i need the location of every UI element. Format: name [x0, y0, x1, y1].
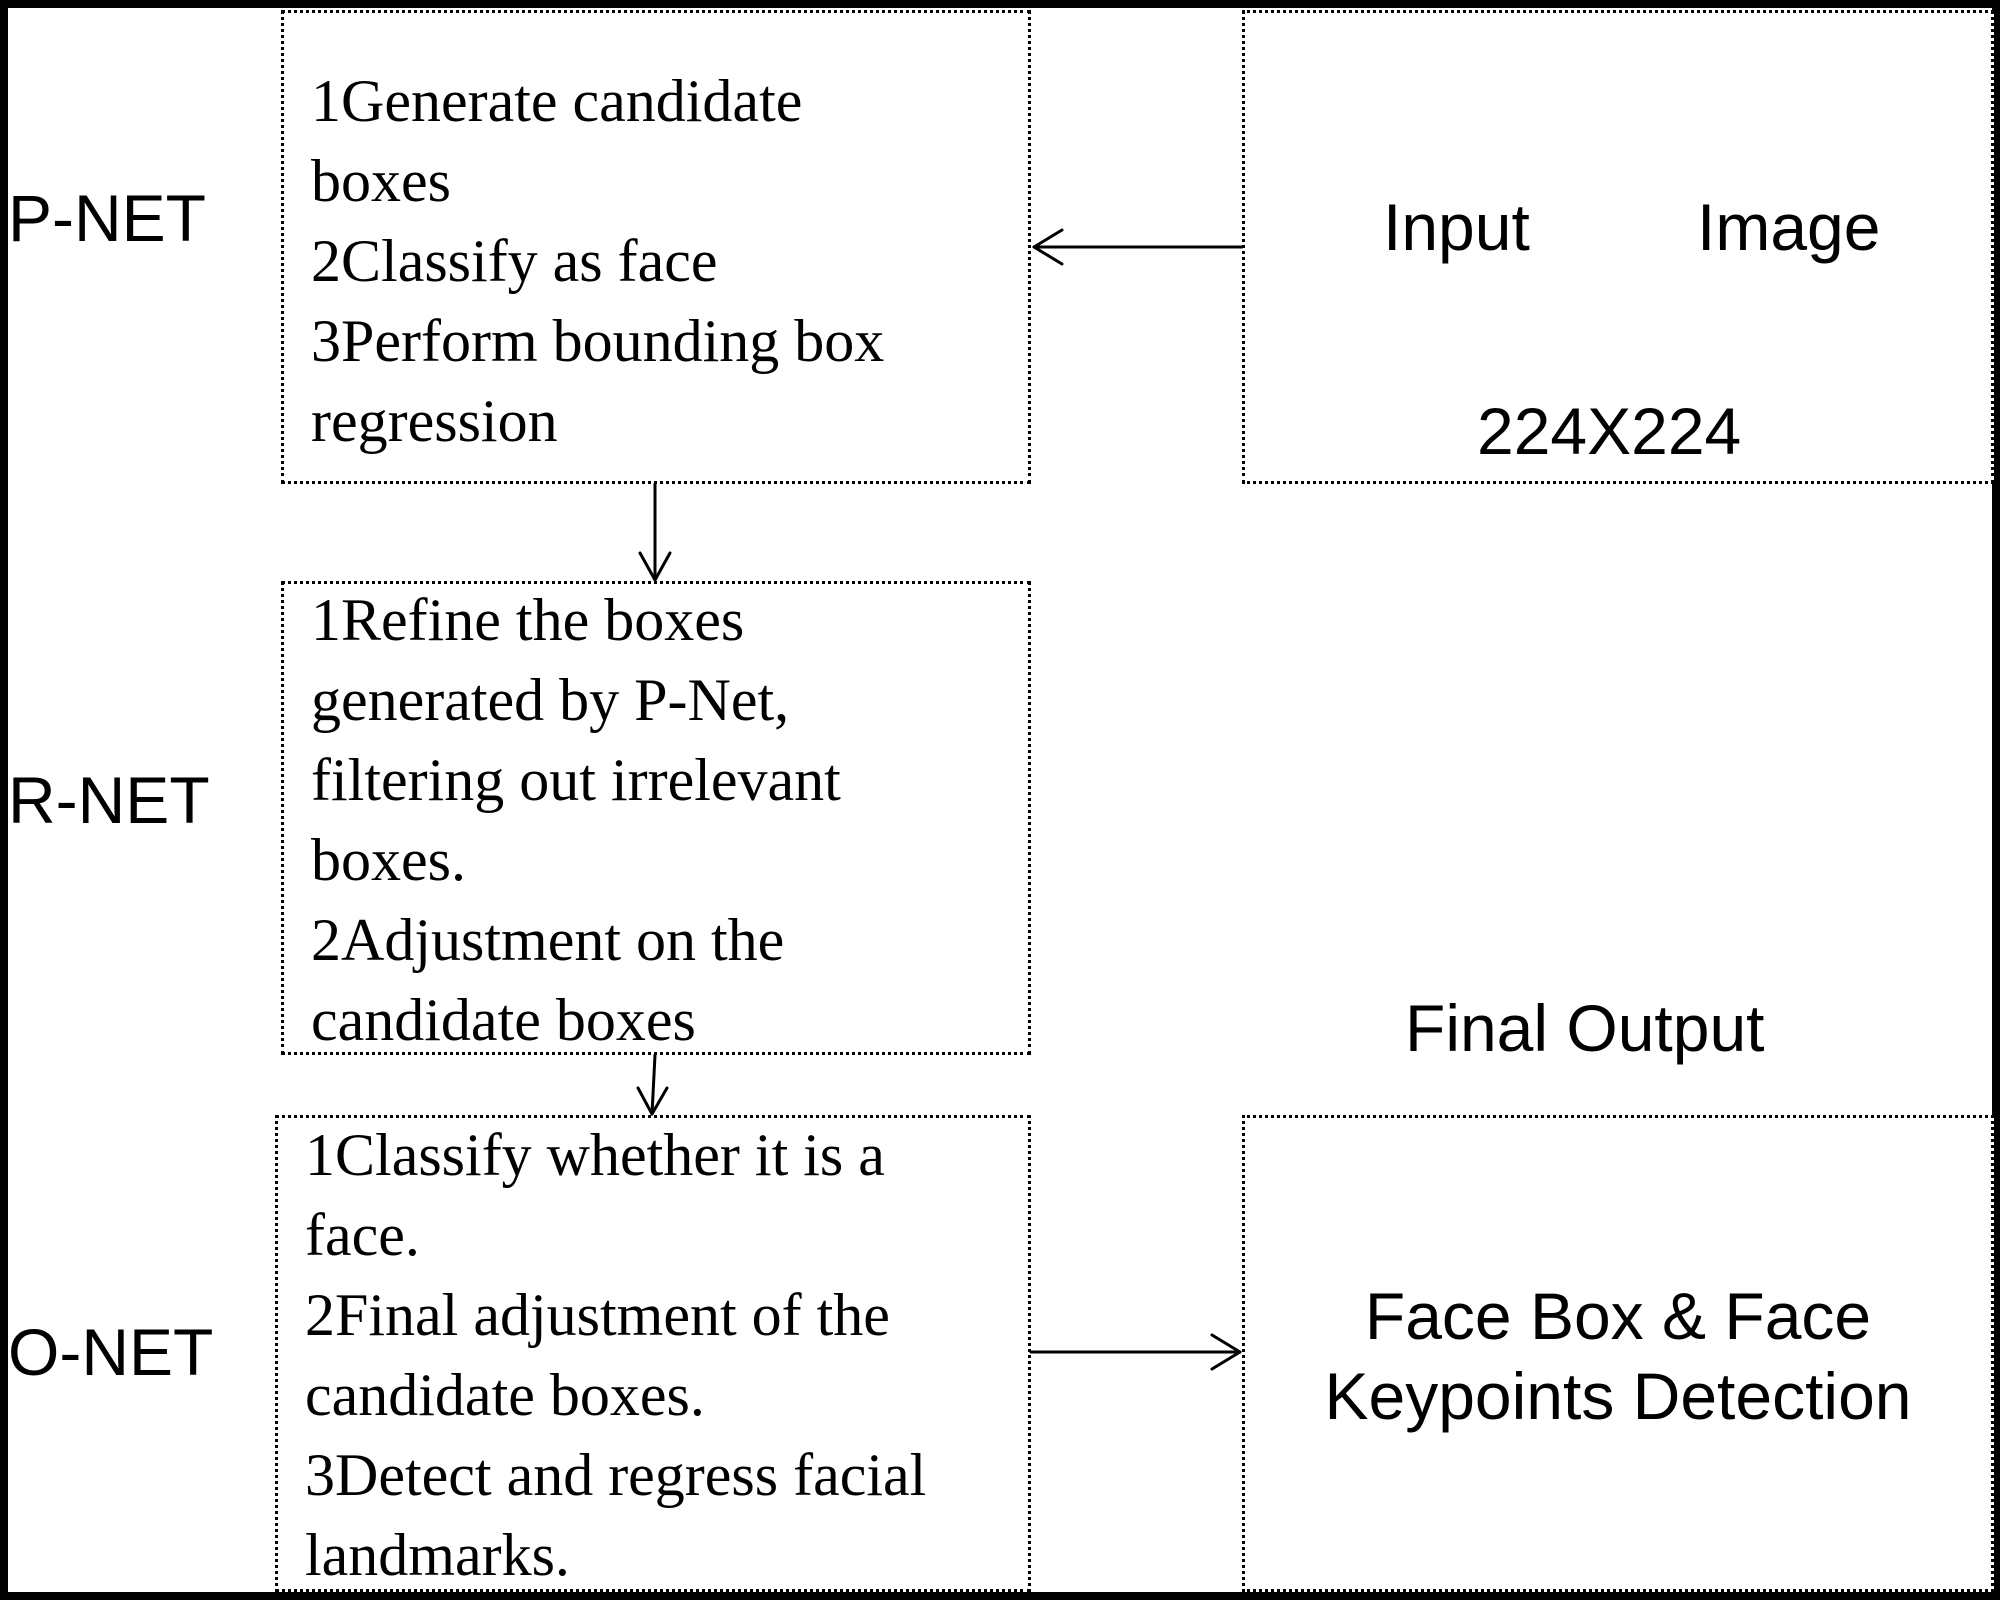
onet-step-line: 1Classify whether it is a	[305, 1122, 885, 1188]
image-word: Image	[1697, 190, 1881, 264]
arrow-pnet-to-rnet-head	[638, 551, 672, 582]
rnet-box: 1Refine the boxes generated by P-Net, fi…	[281, 581, 1031, 1055]
rnet-step-line: filtering out irrelevant	[311, 747, 841, 813]
output-line-1: Face Box & Face	[1364, 1279, 1872, 1353]
rnet-step-line: generated by P-Net,	[311, 667, 790, 733]
onet-steps: 1Classify whether it is a face. 2Final a…	[305, 1115, 926, 1595]
arrow-input-to-pnet-head	[1032, 228, 1064, 266]
onet-box: 1Classify whether it is a face. 2Final a…	[275, 1115, 1031, 1592]
rnet-step-line: boxes.	[311, 827, 466, 893]
pnet-step-line: regression	[311, 388, 558, 454]
rnet-step-line: candidate boxes	[311, 987, 696, 1053]
input-size: 224X224	[1477, 394, 1742, 468]
onet-step-line: 3Detect and regress facial	[305, 1442, 927, 1508]
rnet-steps: 1Refine the boxes generated by P-Net, fi…	[311, 580, 841, 1060]
output-line-2: Keypoints Detection	[1324, 1359, 1912, 1433]
final-output-label: Final Output	[1405, 991, 1765, 1065]
rnet-label: R-NET	[8, 763, 210, 837]
onet-label: O-NET	[8, 1315, 214, 1389]
arrow-rnet-to-onet-head	[636, 1086, 669, 1116]
onet-step-line: landmarks.	[305, 1522, 570, 1588]
pnet-label: P-NET	[8, 181, 206, 255]
pnet-steps: 1Generate candidate boxes 2Classify as f…	[311, 61, 884, 461]
pnet-step-line: boxes	[311, 148, 451, 214]
output-box: Face Box & Face Keypoints Detection	[1242, 1115, 1994, 1592]
input-word: Input	[1383, 190, 1530, 264]
input-image-box: Input Image 224X224	[1242, 10, 1994, 484]
pnet-step-line: 3Perform bounding box	[311, 308, 885, 374]
pnet-box: 1Generate candidate boxes 2Classify as f…	[281, 10, 1031, 484]
rnet-step-line: 2Adjustment on the	[311, 907, 785, 973]
arrow-rnet-to-onet	[650, 1053, 657, 1116]
arrow-onet-to-output-head	[1210, 1333, 1242, 1371]
pnet-step-line: 1Generate candidate	[311, 68, 803, 134]
pnet-step-line: 2Classify as face	[311, 228, 718, 294]
onet-step-line: candidate boxes.	[305, 1362, 705, 1428]
onet-step-line: 2Final adjustment of the	[305, 1282, 890, 1348]
onet-step-line: face.	[305, 1202, 420, 1268]
rnet-step-line: 1Refine the boxes	[311, 587, 745, 653]
